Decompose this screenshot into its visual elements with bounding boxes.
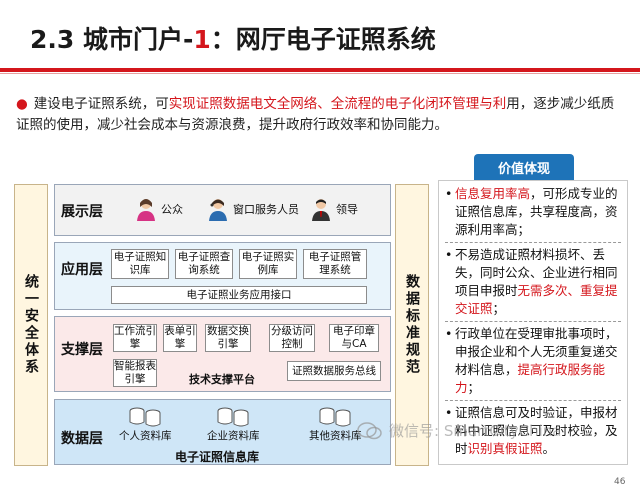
enterprise-database: 企业资料库 [207,406,260,443]
divider [445,321,621,322]
intro-highlight: 实现证照数据电文全网络、全流程的电子化闭环管理与利 [168,96,507,112]
application-layer: 应用层 电子证照知识库 电子证照查询系统 电子证照实例库 电子证照管理系统 电子… [54,242,391,310]
support-layer: 支撑层 工作流引擎 表单引擎 数据交换引擎 分级访问控制 电子印章与CA 智能报… [54,316,391,392]
value-item-1-highlight: 信息复用率高 [455,186,531,201]
value-item-2-end: ； [492,301,506,316]
tech-platform-label: 技术支撑平台 [189,373,255,386]
page-number: 46 [614,477,626,487]
wechat-watermark: 微信号: SmartCityChina [357,420,561,441]
value-item-1-text: ，可形成专业的证照信息库，共享程度高，资源利用率高； [455,186,618,237]
page-title: 2.3 城市门户-1：网厅电子证照系统 [30,20,436,56]
value-item-3: 行政单位在受理审批事项时，申报企业和个人无须重复递交材料信息，提高行政服务能力； [445,325,621,397]
data-service-bus: 证照数据服务总线 [287,361,381,381]
value-item-4: 证照信息可及时验证，申报材料中证照信息可及时校验，及时识别真假证照。 [445,404,621,458]
value-item-1: 信息复用率高，可形成专业的证照信息库，共享程度高，资源利用率高； [445,185,621,239]
data-standard-label: 数据标准规范 [404,274,420,376]
user-public: 公众 [135,197,183,221]
title-rule-thin [0,73,640,74]
value-item-2-text: 不易造成证照材料损坏、丢失，同时公众、企业进行相同项目申报时 [455,247,618,298]
personal-database-label: 个人资料库 [119,430,172,442]
data-layer: 数据层 个人资料库 企业资料库 其他资料库 电子证照信息库 [54,399,391,465]
access-control: 分级访问控制 [269,324,315,352]
business-interface: 电子证照业务应用接口 [111,286,367,304]
user-leader: 领导 [310,197,358,221]
application-layer-label: 应用层 [61,262,103,278]
database-icon [129,407,161,427]
female-user-icon [137,199,155,221]
bullet-icon: ● [16,96,28,112]
support-layer-label: 支撑层 [61,342,103,358]
database-icon [319,407,351,427]
engine-form: 表单引擎 [163,324,197,352]
security-system-label: 统一安全体系 [23,274,39,376]
module-knowledge-base: 电子证照知识库 [111,249,169,279]
value-item-3-highlight: 提高行政服务能力 [455,362,606,395]
intro-text-2: 用，逐步减少纸质证照的使用，减少社会成本与资源浪费，提升政府行政效率和协同能力。 [16,96,615,133]
engine-smart-report: 智能报表引擎 [113,359,157,387]
seal-and-ca: 电子印章与CA [329,324,379,352]
user-window-staff-label: 窗口服务人员 [233,203,299,216]
value-panel: 信息复用率高，可形成专业的证照信息库，共享程度高，资源利用率高； 不易造成证照材… [438,180,628,465]
engine-workflow: 工作流引擎 [113,324,157,352]
module-instance-base: 电子证照实例库 [239,249,297,279]
divider [445,242,621,243]
title-number: 1 [193,25,211,54]
license-info-base-label: 电子证照信息库 [175,450,260,464]
user-leader-label: 领导 [336,203,358,216]
enterprise-database-label: 企业资料库 [207,430,260,442]
other-database-label: 其他资料库 [309,430,362,442]
data-standard-bar: 数据标准规范 [395,184,429,466]
value-item-4-end: 。 [542,441,556,456]
user-window-staff: 窗口服务人员 [207,197,299,221]
database-icon [217,407,249,427]
intro-text-1: 建设电子证照系统，可 [33,96,169,112]
value-item-4-highlight: 识别真假证照 [467,441,543,456]
personal-database: 个人资料库 [119,406,172,443]
service-staff-icon [209,199,227,221]
title-bar: 2.3 城市门户-1：网厅电子证照系统 [0,0,640,74]
wechat-icon [357,421,382,439]
title-suffix: ：网厅电子证照系统 [210,25,436,54]
presentation-layer-label: 展示层 [61,204,103,220]
other-database: 其他资料库 [309,406,362,443]
intro-paragraph: ● 建设电子证照系统，可实现证照数据电文全网络、全流程的电子化闭环管理与利用，逐步… [16,94,626,136]
engine-data-exchange: 数据交换引擎 [205,324,251,352]
security-system-bar: 统一安全体系 [14,184,48,466]
value-item-2-highlight: 无需多次、重复提交证照 [455,283,618,316]
divider [445,400,621,401]
user-public-label: 公众 [161,203,183,216]
value-item-4-text: 证照信息可及时验证，申报材料中证照信息可及时校验，及时 [455,405,618,456]
value-item-2: 不易造成证照材料损坏、丢失，同时公众、企业进行相同项目申报时无需多次、重复提交证… [445,246,621,318]
value-item-3-text: 行政单位在受理审批事项时，申报企业和个人无须重复递交材料信息， [455,326,618,377]
data-layer-label: 数据层 [61,431,103,447]
title-rule [0,68,640,72]
presentation-layer: 展示层 公众 窗口服务人员 领导 [54,184,391,236]
value-panel-title: 价值体现 [474,154,574,180]
value-item-3-end: ； [467,380,481,395]
module-query-system: 电子证照查询系统 [175,249,233,279]
leader-icon [312,199,330,221]
watermark-text: 微信号: SmartCityChina [389,422,562,440]
title-prefix: 2.3 城市门户- [30,25,194,54]
module-management-system: 电子证照管理系统 [303,249,367,279]
